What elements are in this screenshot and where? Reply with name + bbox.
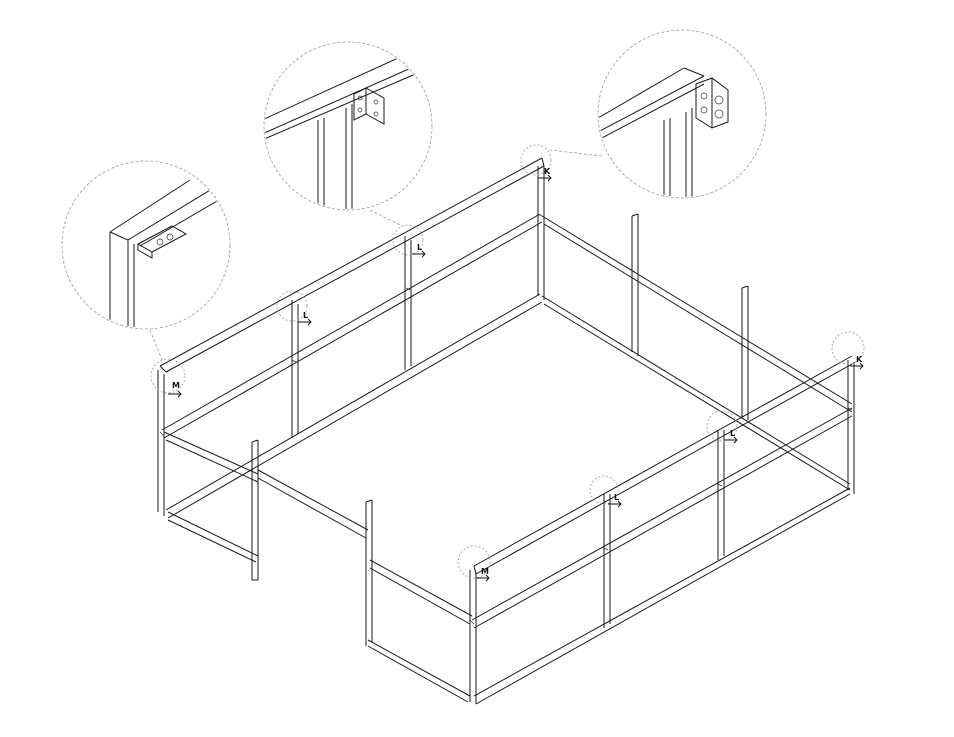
front-left-side-rails xyxy=(368,560,472,702)
label-m-front: M xyxy=(481,567,489,576)
arrow-icon xyxy=(168,391,181,397)
label-k-right: K xyxy=(856,355,863,364)
label-l-right-lower: L xyxy=(614,493,619,502)
leader-center xyxy=(370,210,402,226)
left-side-rails xyxy=(164,432,258,562)
bracket-detail-center xyxy=(262,42,432,212)
notch-post xyxy=(366,500,372,646)
label-l-right-upper: L xyxy=(730,429,735,438)
left-front-post xyxy=(252,440,258,580)
right-side-posts xyxy=(632,214,748,420)
rear-bottom-rail xyxy=(166,294,542,518)
letter-labels: M L L K K L L M xyxy=(172,167,863,576)
bracket-detail-left xyxy=(62,161,236,330)
leader-left xyxy=(150,330,162,360)
rotation-arrows xyxy=(168,175,863,581)
label-m-left: M xyxy=(172,381,180,390)
label-k-rear: K xyxy=(544,167,551,176)
label-l-top-left: L xyxy=(303,311,308,320)
left-inner-rail xyxy=(258,470,368,538)
front-posts xyxy=(470,360,854,704)
bracket-detail-right xyxy=(598,30,766,200)
label-l-top-center: L xyxy=(417,243,422,252)
front-top-rail xyxy=(474,356,852,574)
frame-structure xyxy=(158,158,854,704)
right-side-rails xyxy=(542,216,852,490)
leader-right xyxy=(550,150,602,156)
